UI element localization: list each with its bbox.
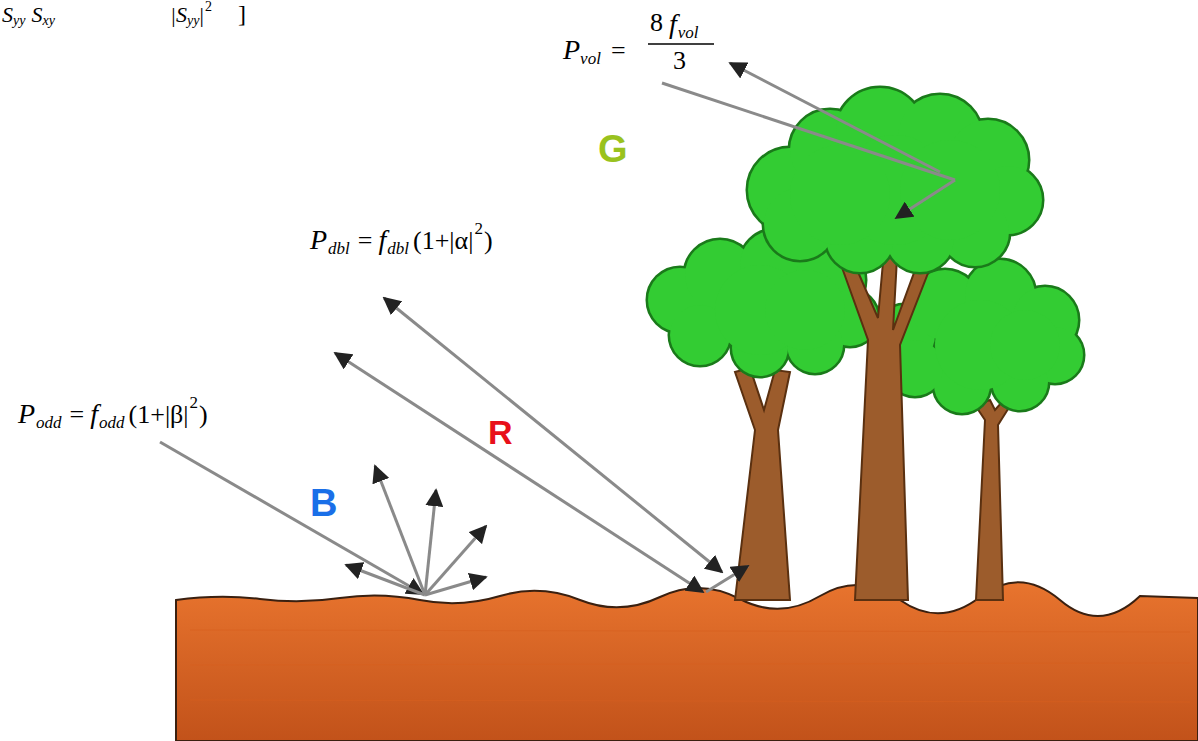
formula-text: P [563,36,580,64]
tree-canopy [748,88,1042,272]
formula-text: (1+|β| [129,402,189,428]
scattering-rays [160,63,955,595]
formula-text: ) [199,402,208,428]
formula-text: = [611,38,626,64]
formula-text: 2 [474,220,483,237]
formula-text: xy [42,14,54,28]
formula-text: S [31,4,42,26]
ground [176,582,1198,741]
formula-text: = [358,228,373,254]
channel-letter: B [310,484,337,522]
formula-text: f [669,10,677,38]
formula-text: = [70,402,85,428]
formula-text: (1+|α| [413,228,473,254]
formula-text: S [2,4,13,26]
formula-text: 2 [190,394,199,411]
formula-text: |S [170,4,187,26]
formula-text: dbl [387,240,409,257]
formula-text: yy [187,14,199,28]
tree-trunk [975,400,1010,600]
channel-letter: R [488,415,513,449]
formula-text: f [90,400,98,428]
formula-text: vol [580,50,601,67]
formula-text: ) [484,228,493,254]
formula-text: ] [238,2,246,26]
tree-canopy [875,260,1083,413]
formula-text: P [310,226,327,254]
formula-text: f [379,226,387,254]
formula-text: odd [36,414,62,431]
formula-text: | [200,4,204,26]
tree-trunk [840,240,930,600]
formula-text: odd [99,414,125,431]
formula-text: 3 [673,48,686,74]
formula-text: 8 [650,10,663,36]
formula-text: 2 [205,0,212,14]
tree-trunk [735,368,790,600]
formula-text: dbl [328,240,350,257]
formula-text: P [18,400,35,428]
formula-text: vol [678,24,699,41]
fraction-bar [648,43,714,45]
formula-text: yy [13,14,25,28]
channel-letter: G [598,130,628,168]
